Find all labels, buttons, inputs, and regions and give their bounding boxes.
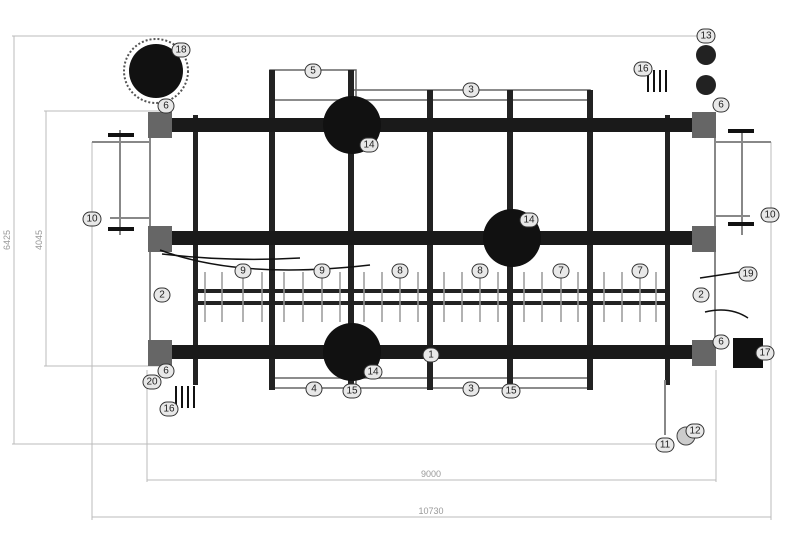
callout: 2	[692, 287, 710, 303]
callout: 20	[142, 374, 162, 390]
svg-text:3: 3	[468, 384, 474, 395]
callout: 1	[422, 347, 440, 363]
trampoline	[123, 38, 189, 104]
callout: 14	[363, 364, 383, 380]
callout: 2	[153, 287, 171, 303]
callout: 6	[712, 97, 730, 113]
callout: 16	[633, 61, 653, 77]
svg-text:6: 6	[163, 101, 169, 112]
dim-inner-width: 9000	[421, 469, 441, 479]
svg-text:5: 5	[310, 66, 316, 77]
svg-text:2: 2	[159, 290, 165, 301]
callout: 6	[157, 98, 175, 114]
svg-text:18: 18	[175, 45, 187, 56]
svg-text:9: 9	[240, 266, 246, 277]
svg-text:8: 8	[397, 266, 403, 277]
callouts: 18 5 3 16 13 6 6 14 10 10 14 9 9 8 8 7 7…	[82, 28, 780, 453]
callout: 9	[313, 263, 331, 279]
svg-text:16: 16	[637, 64, 649, 75]
dim-overall-width: 10730	[418, 506, 443, 516]
svg-text:20: 20	[146, 377, 158, 388]
callout: 3	[462, 82, 480, 98]
callout: 18	[171, 42, 191, 58]
callout: 6	[712, 334, 730, 350]
dimension-lines	[12, 35, 772, 520]
svg-text:2: 2	[698, 290, 704, 301]
callout: 7	[631, 263, 649, 279]
callout: 14	[519, 212, 539, 228]
callout: 15	[501, 383, 521, 399]
callout: 17	[755, 345, 775, 361]
svg-text:12: 12	[689, 426, 701, 437]
callout: 3	[462, 381, 480, 397]
bar-racks	[195, 272, 668, 322]
svg-text:3: 3	[468, 85, 474, 96]
svg-text:17: 17	[759, 348, 771, 359]
svg-text:14: 14	[363, 140, 375, 151]
svg-text:6: 6	[163, 366, 169, 377]
svg-text:10: 10	[764, 210, 776, 221]
battle-ropes	[159, 249, 749, 319]
callout: 10	[760, 207, 780, 223]
svg-text:19: 19	[742, 269, 754, 280]
callout: 7	[552, 263, 570, 279]
callout: 13	[696, 28, 716, 44]
callout: 6	[157, 363, 175, 379]
dim-inner-height: 4045	[34, 230, 44, 250]
dim-overall-height: 6425	[2, 230, 12, 250]
callout: 8	[391, 263, 409, 279]
callout: 19	[738, 266, 758, 282]
callout: 11	[655, 437, 675, 453]
svg-text:9: 9	[319, 266, 325, 277]
callout: 8	[471, 263, 489, 279]
weight-plates	[108, 129, 754, 231]
svg-text:10: 10	[86, 214, 98, 225]
svg-text:8: 8	[477, 266, 483, 277]
svg-text:7: 7	[558, 266, 564, 277]
svg-text:11: 11	[660, 440, 671, 451]
svg-text:14: 14	[523, 215, 535, 226]
svg-text:15: 15	[346, 386, 358, 397]
svg-text:6: 6	[718, 100, 724, 111]
svg-text:15: 15	[505, 386, 517, 397]
svg-text:14: 14	[367, 367, 379, 378]
svg-text:16: 16	[163, 404, 175, 415]
svg-text:7: 7	[637, 266, 643, 277]
svg-text:4: 4	[311, 384, 317, 395]
callout: 4	[305, 381, 323, 397]
svg-text:13: 13	[700, 31, 712, 42]
svg-text:6: 6	[718, 337, 724, 348]
callout: 9	[234, 263, 252, 279]
callout: 12	[685, 423, 705, 439]
callout: 10	[82, 211, 102, 227]
svg-text:1: 1	[428, 350, 434, 361]
callout: 14	[359, 137, 379, 153]
callout: 15	[342, 383, 362, 399]
punching-bags	[696, 45, 716, 95]
callout: 5	[304, 63, 322, 79]
callout: 16	[159, 401, 179, 417]
